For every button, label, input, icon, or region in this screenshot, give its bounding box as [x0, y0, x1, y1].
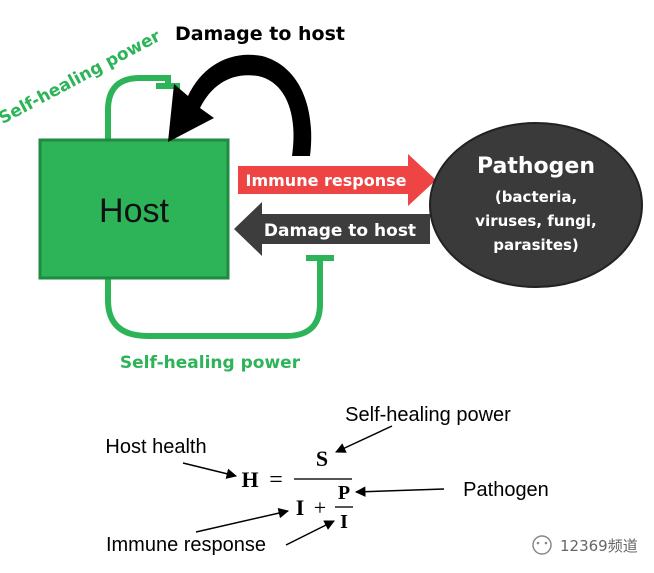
damage-curved-arrow — [168, 54, 312, 156]
wechat-icon — [532, 535, 552, 555]
immune-response-arrow — [238, 154, 436, 206]
formula-label-pathogen: Pathogen — [463, 479, 549, 501]
pointer-host-health — [182, 462, 238, 479]
pointer-self-healing — [335, 425, 393, 453]
formula-label-self-healing: Self-healing power — [345, 404, 511, 426]
formula-den-I: I — [296, 495, 305, 520]
damage-to-host-arrow — [234, 202, 430, 256]
pathogen-line-2: viruses, fungi, — [475, 212, 596, 230]
self-healing-loop-top — [105, 75, 171, 140]
pathogen-title: Pathogen — [477, 154, 595, 179]
formula-label-immune: Immune response — [106, 534, 266, 556]
self-healing-loop-bottom — [105, 258, 323, 339]
formula-equals: = — [269, 467, 283, 493]
damage-label-top: Damage to host — [175, 23, 345, 45]
watermark-text: 12369频道 — [560, 537, 638, 555]
formula-numerator: S — [316, 446, 328, 471]
formula-label-host-health: Host health — [105, 436, 206, 458]
host-label: Host — [99, 192, 169, 230]
formula-plus: + — [314, 495, 326, 520]
pathogen-ellipse — [429, 122, 643, 288]
pointer-pathogen — [354, 486, 445, 497]
immune-response-label: Immune response — [246, 171, 407, 190]
host-box — [38, 138, 230, 280]
formula-frac-P: P — [338, 482, 350, 504]
pathogen-line-1: (bacteria, — [495, 188, 577, 206]
watermark: 12369频道 — [532, 535, 638, 555]
pointer-immune-I — [195, 507, 290, 533]
pointer-immune-frac — [285, 520, 335, 546]
pathogen-line-3: parasites) — [493, 236, 579, 254]
self-healing-label-bottom: Self-healing power — [120, 353, 301, 373]
formula-frac-I: I — [340, 511, 348, 533]
formula-lhs: H — [241, 467, 258, 492]
damage-label-mid: Damage to host — [264, 221, 416, 241]
